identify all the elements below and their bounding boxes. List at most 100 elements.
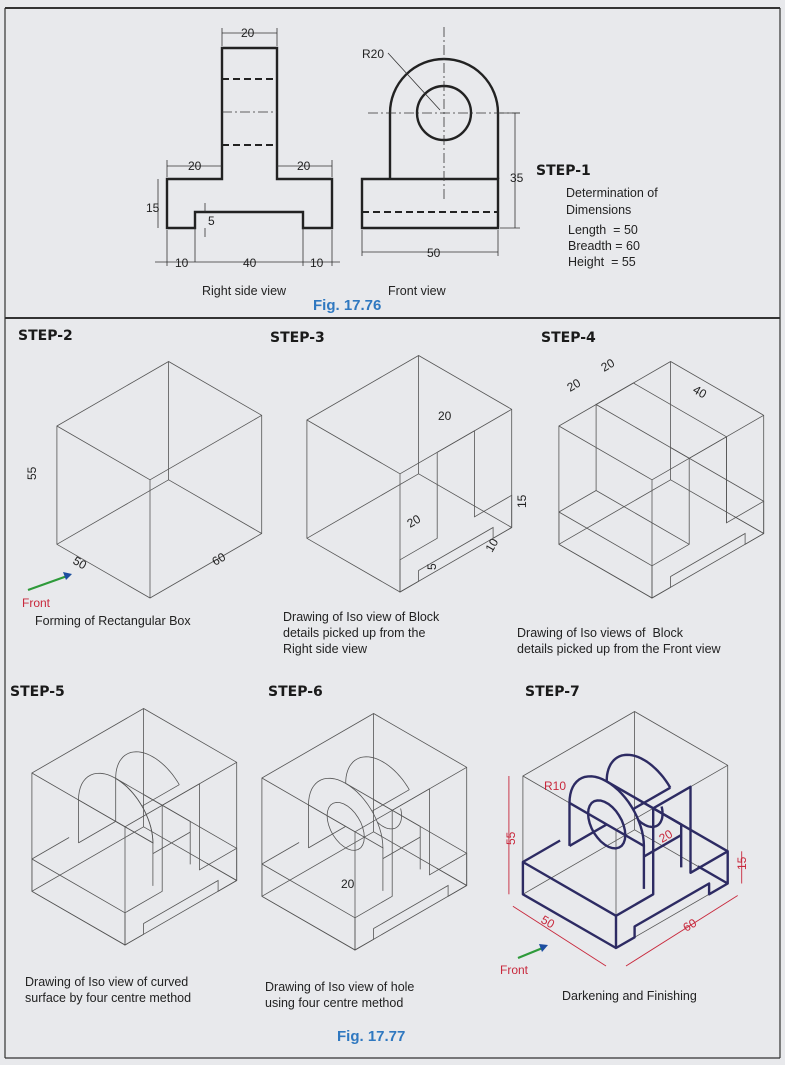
upright-back-arc — [115, 751, 191, 865]
step-4-caption-line-2: details picked up from the Front view — [517, 642, 722, 656]
bounding-box-edge — [149, 414, 262, 481]
step-3-caption-line-2: details picked up from the — [283, 626, 425, 640]
dim-bottom-left: 10 — [175, 256, 189, 270]
upright-back-arc — [605, 753, 683, 868]
bounding-box — [306, 355, 513, 593]
step-1-panel: STEP-1 Determination of Dimensions Lengt… — [536, 163, 658, 269]
hidden-box-edge — [306, 355, 419, 539]
upright-bottom-edge — [568, 823, 608, 847]
step-1-desc-line-1: Determination of — [566, 186, 658, 200]
dim-base-height: 15 — [146, 201, 160, 215]
upright-tangent — [152, 831, 191, 854]
base-bottom-edge — [697, 865, 729, 885]
step-7-caption: Darkening and Finishing — [562, 989, 697, 1003]
step-4-dim-b: 20 — [599, 356, 618, 375]
step-3-dim-groove: 5 — [425, 563, 439, 570]
bounding-box — [31, 708, 238, 946]
right-face-profile — [651, 436, 765, 599]
step-6-dim-hole: 20 — [341, 877, 355, 891]
upright-arc-face — [568, 775, 646, 848]
right-side-view: 20 20 20 15 5 10 40 10 Right side view — [146, 26, 340, 298]
hidden-box-edge — [418, 473, 512, 528]
bounding-box-edge — [558, 425, 653, 598]
step-6-title: STEP-6 — [268, 684, 323, 700]
frames — [4, 7, 781, 1059]
step-3-caption-line-1: Drawing of Iso view of Block — [283, 610, 440, 624]
base-bottom-edge — [436, 867, 467, 886]
step-7-dim-base-height: 15 — [735, 856, 749, 870]
upright-tangent — [371, 789, 410, 812]
right-side-view-label: Right side view — [202, 284, 287, 298]
step-7-dim-breadth: 60 — [681, 916, 700, 935]
hidden-box-edge — [31, 708, 144, 892]
base-top-edge — [558, 490, 597, 513]
front-label-step-7: Front — [500, 963, 529, 977]
upright-front-face — [595, 403, 690, 545]
dim-right-step: 20 — [297, 159, 311, 173]
step-3-dim-base-height: 15 — [515, 494, 529, 508]
dim-upright-width: 20 — [241, 26, 255, 40]
isometric-drawings — [31, 355, 765, 967]
right-face-profile — [124, 783, 238, 946]
upright-bottom-edge — [308, 826, 346, 849]
bounding-box-edge — [306, 419, 401, 592]
step-2-dim-height: 55 — [25, 466, 39, 480]
right-face-profile — [399, 430, 513, 593]
step-6-caption-line-1: Drawing of Iso view of hole — [265, 980, 414, 994]
step-3-title: STEP-3 — [270, 330, 325, 346]
upright-tangent — [141, 784, 180, 807]
base-left-face — [261, 863, 356, 951]
step-2-title: STEP-2 — [18, 328, 73, 344]
step-1-desc-line-2: Dimensions — [566, 203, 631, 217]
step-7-title: STEP-7 — [525, 684, 580, 700]
hole-ellipse — [326, 801, 365, 851]
hole-ellipse — [586, 799, 627, 850]
step-4-title: STEP-4 — [541, 330, 596, 346]
step-3-dim-edge: 10 — [482, 536, 501, 555]
step-2-dim-length: 50 — [71, 553, 90, 572]
base-bottom-edge — [733, 515, 764, 534]
breadth-value: Breadth = 60 — [568, 239, 640, 253]
step-7-dim-upright: 20 — [657, 827, 676, 846]
step-7-dim-height: 55 — [504, 831, 518, 845]
dim-left-step: 20 — [188, 159, 202, 173]
step-3-dim-step: 20 — [405, 512, 424, 531]
bounding-box-edge — [56, 425, 151, 598]
front-view: R20 35 50 Front view — [360, 27, 524, 298]
front-label-step-2: Front — [22, 596, 51, 610]
length-value: Length = 50 — [568, 223, 638, 237]
upright-top — [595, 382, 727, 438]
step-3-caption-line-3: Right side view — [283, 642, 368, 656]
hidden-box-edge — [56, 361, 169, 545]
dim-bottom-right: 10 — [310, 256, 324, 270]
bounding-box — [558, 361, 765, 599]
dim-width-50: 50 — [427, 246, 441, 260]
step-2-caption: Forming of Rectangular Box — [35, 614, 191, 628]
step-5-caption-line-1: Drawing of Iso view of curved — [25, 975, 188, 989]
dim-bottom-mid: 40 — [243, 256, 257, 270]
hole-back-edge — [637, 806, 664, 829]
front-arrow-step-7: Front — [500, 944, 548, 977]
step-5-title: STEP-5 — [10, 684, 65, 700]
base-bottom-edge — [206, 862, 237, 881]
front-view-label: Front view — [388, 284, 447, 298]
fig-17-77-caption: Fig. 17.77 — [337, 1028, 405, 1045]
step-4-dim-a: 20 — [565, 376, 584, 395]
radius-label: R20 — [362, 47, 384, 61]
step-7-dim-length: 50 — [539, 912, 558, 931]
upright-arc-face — [308, 777, 384, 849]
base-top-edge — [261, 842, 300, 865]
fig-17-76-caption: Fig. 17.76 — [313, 297, 381, 314]
dim-groove-depth: 5 — [208, 214, 215, 228]
right-face-profile — [354, 788, 468, 951]
height-value: Height = 55 — [568, 255, 636, 269]
dim-height-35: 35 — [510, 171, 524, 185]
hidden-box-edge — [261, 713, 374, 897]
step-2-dim-breadth: 60 — [210, 550, 229, 569]
dim-line-breadth — [625, 895, 738, 967]
bounding-box — [261, 713, 468, 951]
upright-tangent — [382, 836, 421, 859]
step-3-dim-upright: 20 — [438, 409, 452, 423]
upright-tangent — [632, 786, 671, 811]
